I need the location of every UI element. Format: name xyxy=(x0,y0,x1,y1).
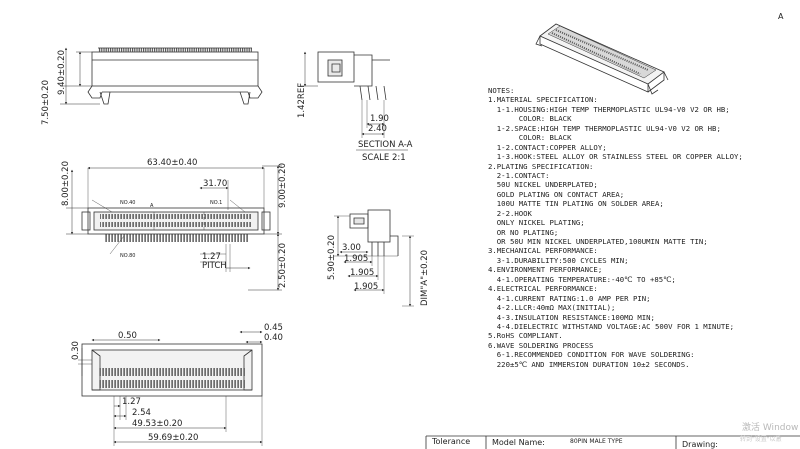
note-line: 220±5℃ AND IMMERSION DURATION 10±2 SECON… xyxy=(488,359,690,369)
bottom-dim-2: 0.45 xyxy=(264,323,283,333)
sheet-corner-label: A xyxy=(778,12,784,21)
note-line: 1-3.HOOK:STEEL ALLOY OR STAINLESS STEEL … xyxy=(488,152,743,162)
note-line: 100U MATTE TIN PLATING ON SOLDER AREA; xyxy=(488,199,664,209)
section-width-2: 2.40 xyxy=(368,124,387,134)
bottom-dim-4: 0.30 xyxy=(71,341,81,360)
note-line: 1-2.SPACE:HIGH TEMP THERMOPLASTIC UL94-V… xyxy=(488,123,721,133)
note-line: 4-3.INSULATION RESISTANCE:100MΩ MIN; xyxy=(488,312,655,322)
side-dim-1: 3.00 xyxy=(342,243,361,253)
tail-length: 2.50±0.20 xyxy=(278,243,288,288)
pin-label-1: NO.1 xyxy=(210,200,222,206)
note-line: 4-4.DIELECTRIC WITHSTAND VOLTAGE:AC 500V… xyxy=(488,321,735,331)
title-model-value: 80PIN MALE TYPE xyxy=(570,438,623,445)
note-line: 50U NICKEL UNDERPLATED; xyxy=(488,180,598,190)
bottom-dim-3: 0.40 xyxy=(264,333,283,343)
pin-label-80: NO.80 xyxy=(120,253,135,259)
note-line: 4-2.LLCR:40mΩ MAX(INITIAL); xyxy=(488,303,616,313)
note-line: 4-1.CURRENT RATING:1.0 AMP PER PIN; xyxy=(488,293,651,303)
activation-watermark-sub: 转到"设置"以激 xyxy=(740,436,782,443)
note-line: COLOR: BLACK xyxy=(488,133,572,143)
side-dim-4: 1.905 xyxy=(354,282,378,292)
iso-view xyxy=(535,23,669,95)
pin-label-40: NO.40 xyxy=(120,200,135,206)
side-dim-2: 1.905 xyxy=(344,254,368,264)
note-line: 2.PLATING SPECIFICATION: xyxy=(488,161,594,171)
note-line: OR NO PLATING; xyxy=(488,227,559,237)
note-line: NOTES: xyxy=(488,86,515,95)
note-line: 1-2.CONTACT:COPPER ALLOY; xyxy=(488,142,607,152)
note-line: GOLD PLATING ON CONTACT AREA; xyxy=(488,189,625,199)
top-height-left: 8.00±0.20 xyxy=(61,161,71,206)
top-width: 63.40±0.40 xyxy=(147,158,197,168)
note-line: 3.MECHANICAL PERFORMANCE: xyxy=(488,246,598,256)
note-line: 3-1.DURABILITY:500 CYCLES MIN; xyxy=(488,255,629,265)
side-height: 5.90±0.20 xyxy=(327,235,337,280)
note-line: 5.RoHS COMPLIANT. xyxy=(488,331,563,341)
bottom-dim-7: 59.69±0.20 xyxy=(148,433,198,443)
note-line: 6.WAVE SOLDERING PROCESS xyxy=(488,340,594,350)
top-view xyxy=(66,165,282,291)
bottom-dim-5: 2.54 xyxy=(132,408,151,418)
top-half-width: 31.70 xyxy=(203,179,227,189)
note-line: 2-1.CONTACT: xyxy=(488,170,550,180)
title-drawing: Drawing: xyxy=(682,440,718,449)
title-block xyxy=(425,435,800,449)
front-height-outer: 9.40±0.20 xyxy=(57,50,67,95)
activation-watermark: 激活 Window xyxy=(742,423,799,433)
bottom-dim-1: 0.50 xyxy=(118,331,137,341)
section-scale: SCALE 2:1 xyxy=(362,153,406,163)
note-line: 4.ELECTRICAL PERFORMANCE: xyxy=(488,284,598,294)
note-line: 1-1.HOUSING:HIGH TEMP THERMOPLASTIC UL94… xyxy=(488,104,730,114)
section-title: SECTION A-A xyxy=(358,140,413,150)
notes-block: NOTES:1.MATERIAL SPECIFICATION: 1-1.HOUS… xyxy=(488,86,788,369)
side-dim-a: DIM"A"±0.20 xyxy=(420,250,430,306)
bottom-pitch: 1.27 xyxy=(122,397,141,407)
note-line: ONLY NICKEL PLATING; xyxy=(488,218,585,228)
section-marker-a: A xyxy=(150,203,154,209)
side-view xyxy=(334,209,414,307)
section-width-1: 1.90 xyxy=(370,114,389,124)
note-line: 4.ENVIRONMENT PERFORMANCE; xyxy=(488,265,603,275)
top-height-right: 9.00±0.20 xyxy=(278,163,288,208)
note-line: 1.MATERIAL SPECIFICATION: xyxy=(488,95,598,105)
title-tolerance: Tolerance xyxy=(432,437,471,446)
bottom-dim-6: 49.53±0.20 xyxy=(132,419,182,429)
front-height-inner: 7.50±0.20 xyxy=(41,80,51,125)
note-line: COLOR: BLACK xyxy=(488,114,572,124)
pitch-value: 1.27 xyxy=(202,252,221,262)
note-line: 6-1.RECOMMENDED CONDITION FOR WAVE SOLDE… xyxy=(488,350,695,360)
title-model-name: Model Name: xyxy=(492,438,545,447)
bottom-view xyxy=(78,330,263,446)
section-ref-height: 1.42REF xyxy=(297,83,307,118)
note-line: 2-2.HOOK xyxy=(488,208,532,218)
note-line: 4-1.OPERATING TEMPERATURE:-40℃ TO +85℃; xyxy=(488,274,676,284)
front-view xyxy=(60,47,263,105)
note-line: OR 50U MIN NICKEL UNDERPLATED,100UMIN MA… xyxy=(488,237,708,246)
pitch-label: PITCH xyxy=(202,261,227,271)
side-dim-3: 1.905 xyxy=(350,268,374,278)
section-view xyxy=(300,51,408,151)
